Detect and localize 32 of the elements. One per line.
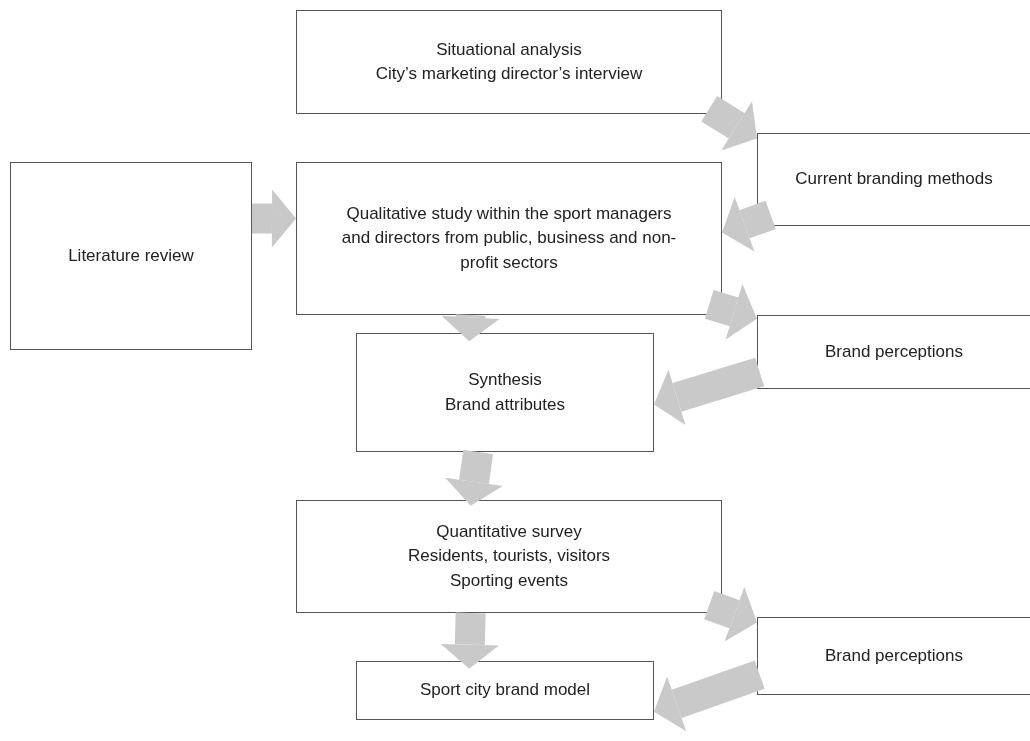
block-arrow bbox=[704, 284, 757, 340]
block-arrow bbox=[441, 314, 500, 342]
box-text: Literature review bbox=[68, 244, 194, 267]
box-text: Sporting events bbox=[449, 569, 569, 592]
block-arrow bbox=[722, 196, 776, 252]
box-text: Quantitative survey bbox=[436, 521, 582, 544]
box-text: Brand attributes bbox=[445, 393, 565, 416]
process-box bbox=[356, 333, 654, 452]
process-box bbox=[10, 162, 252, 350]
block-arrow bbox=[654, 660, 765, 732]
process-box bbox=[356, 661, 654, 720]
box-text: Residents, tourists, visitors bbox=[407, 545, 611, 568]
process-box bbox=[757, 617, 1030, 695]
box-text: Qualitative study within the sport managers and directors from public, business and non-profit sectors bbox=[340, 203, 678, 274]
box-text: Brand perceptions bbox=[825, 644, 963, 667]
box-text: Sport city brand model bbox=[419, 679, 591, 702]
block-arrow bbox=[654, 357, 765, 426]
box-text: Synthesis bbox=[468, 369, 542, 392]
process-box bbox=[757, 133, 1030, 226]
block-arrow bbox=[701, 96, 757, 151]
process-box bbox=[296, 162, 722, 315]
box-text: City’s marketing director’s interview bbox=[375, 63, 643, 85]
process-box bbox=[757, 315, 1030, 389]
process-box bbox=[296, 500, 722, 613]
block-arrow bbox=[704, 587, 757, 642]
box-text: Current branding methods bbox=[795, 168, 993, 191]
box-text: Brand perceptions bbox=[825, 340, 963, 363]
block-arrow bbox=[440, 612, 499, 669]
process-box bbox=[296, 10, 722, 114]
block-arrow bbox=[251, 189, 296, 248]
box-text: Situational analysis bbox=[436, 38, 582, 61]
block-arrow bbox=[445, 449, 503, 506]
